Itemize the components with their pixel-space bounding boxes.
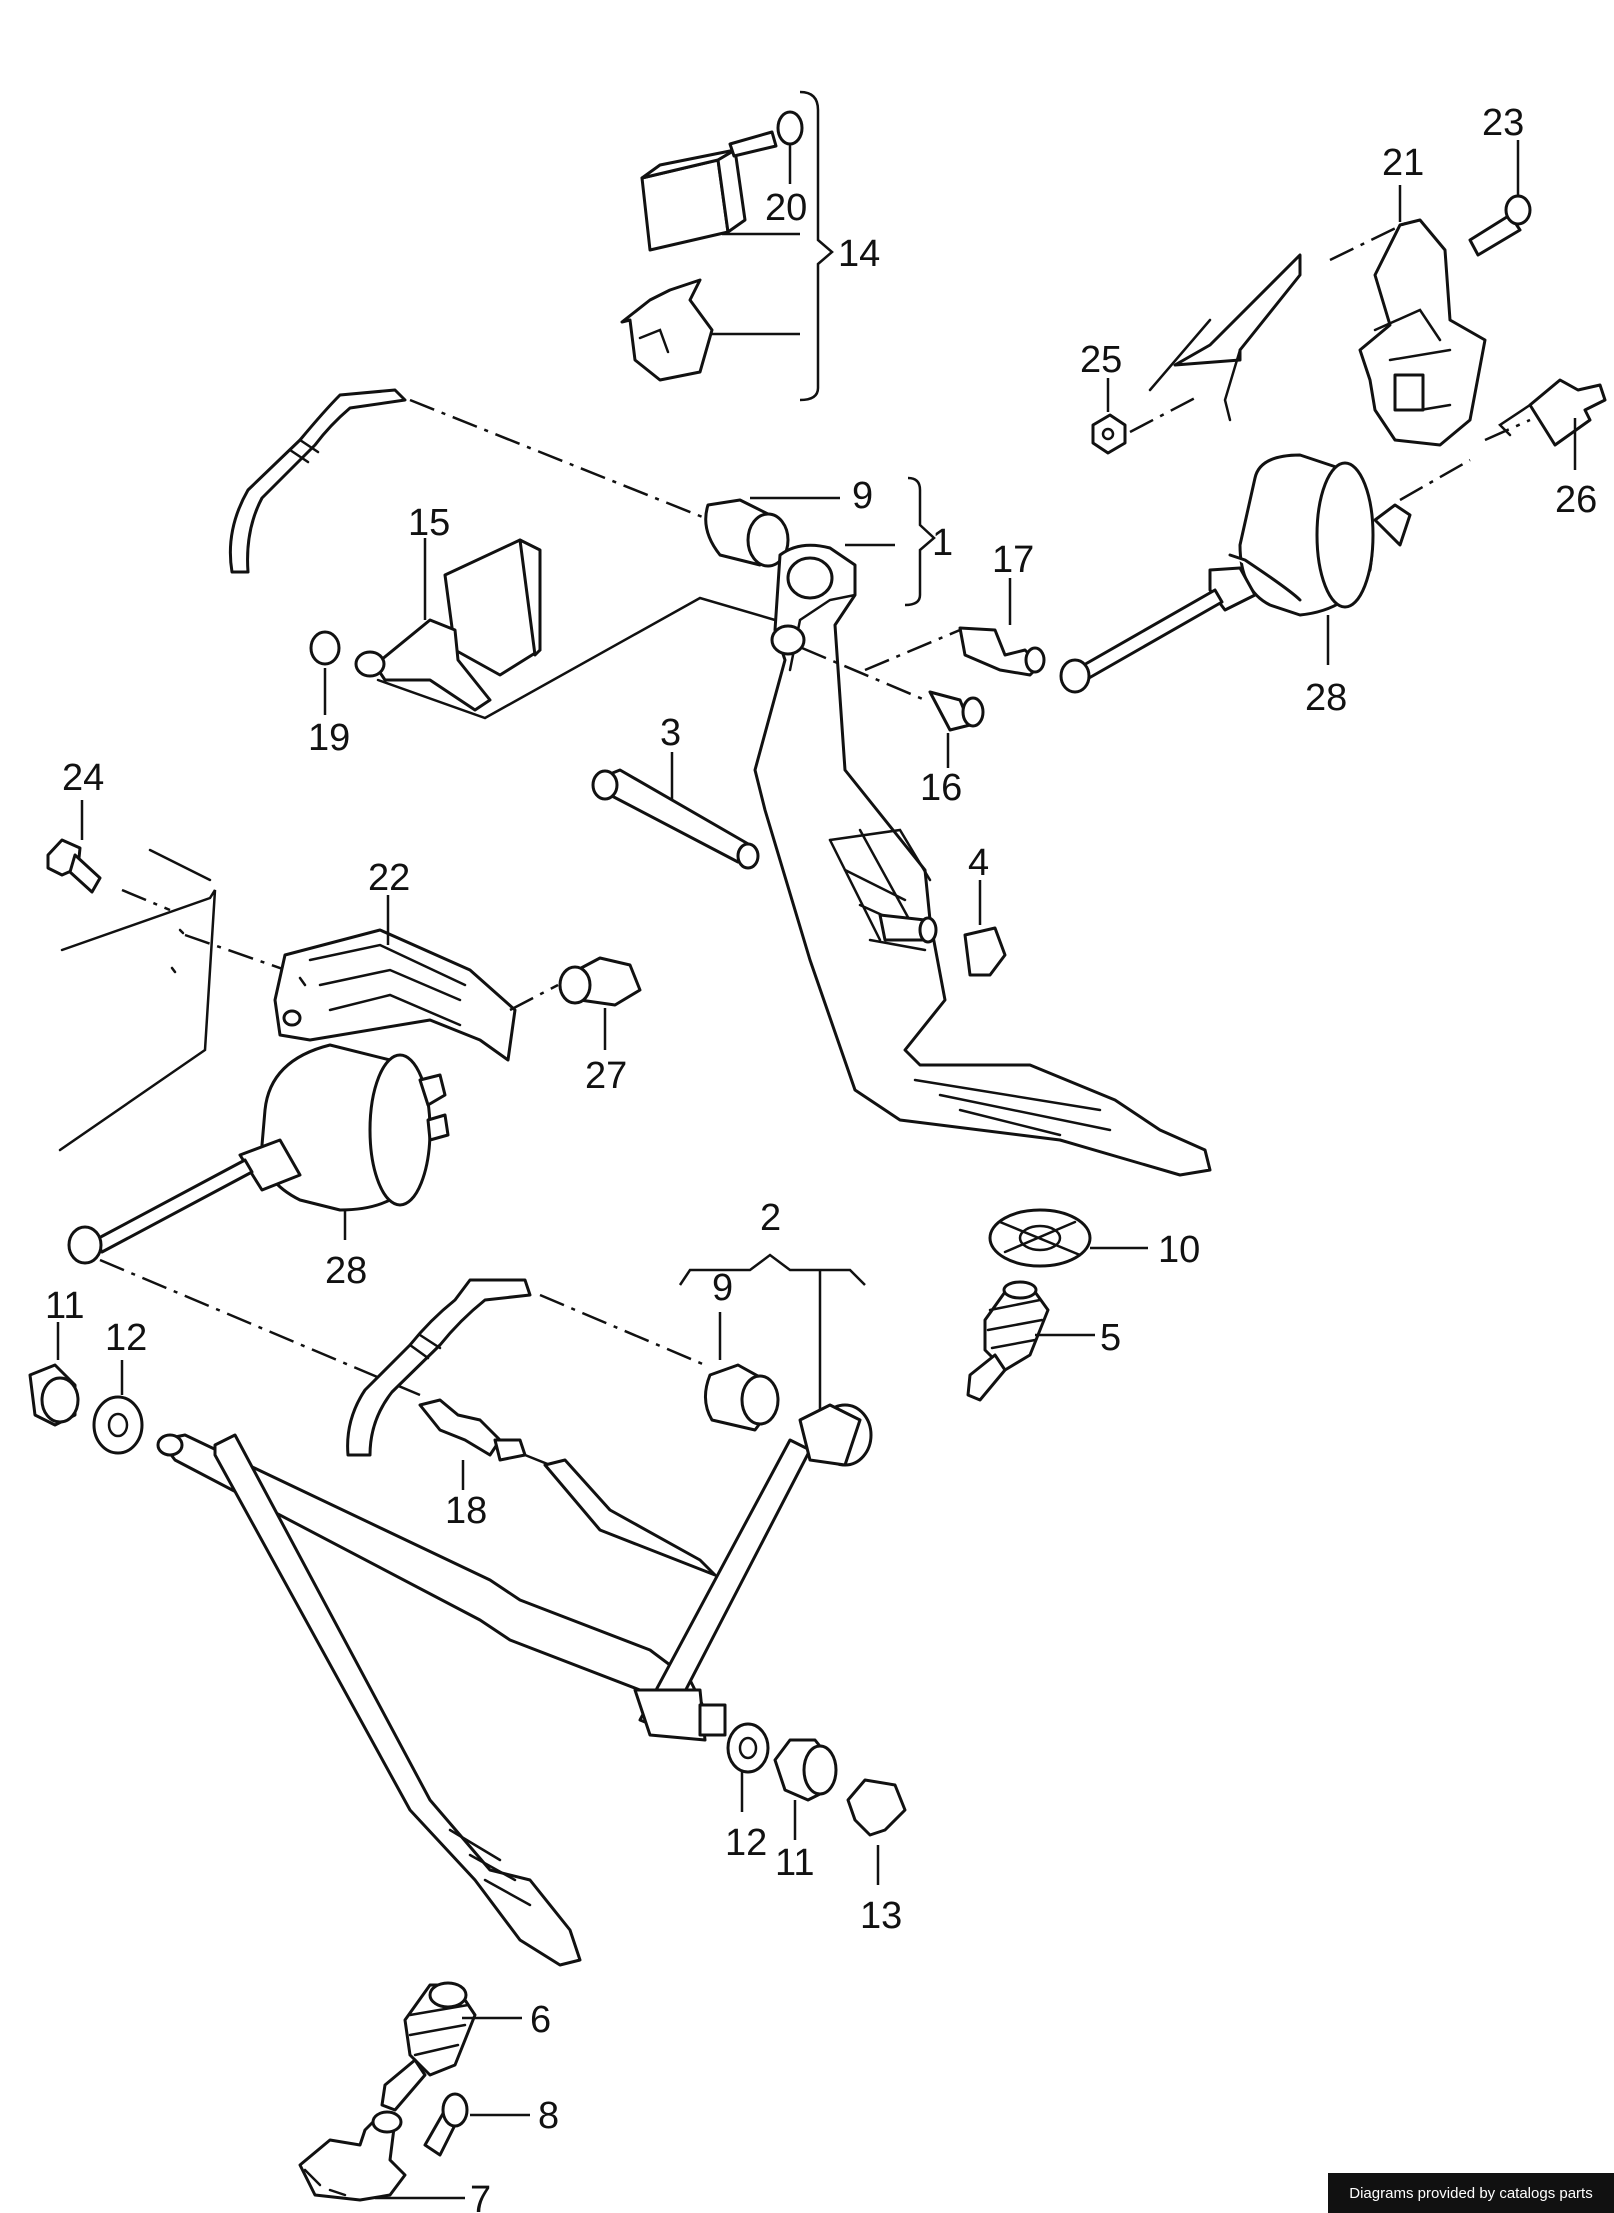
callout-11-lower: 11 <box>775 1842 814 1884</box>
bracket-21 <box>1148 218 1487 447</box>
callout-16: 16 <box>920 767 962 809</box>
callout-3: 3 <box>660 712 681 754</box>
callout-12-lower: 12 <box>725 1822 767 1864</box>
callout-13: 13 <box>860 1895 902 1937</box>
vacuum-unit-28-top <box>1059 453 1412 694</box>
callout-22: 22 <box>368 857 410 899</box>
callout-25: 25 <box>1080 339 1122 381</box>
callout-21: 21 <box>1382 142 1424 184</box>
callout-1: 1 <box>932 522 953 564</box>
brake-pedal <box>753 543 1212 1177</box>
callout-6: 6 <box>530 1999 551 2041</box>
vacuum-unit-28-lower <box>67 1043 450 1265</box>
callout-8: 8 <box>538 2095 559 2137</box>
callout-24: 24 <box>62 757 104 799</box>
switch-6 <box>380 1981 477 2112</box>
callout-26: 26 <box>1555 479 1597 521</box>
bracket-22 <box>273 928 517 1062</box>
clutch-pedal <box>156 1403 873 1967</box>
callout-27: 27 <box>585 1055 627 1097</box>
callout-11-left: 11 <box>45 1285 84 1327</box>
callout-12-left: 12 <box>105 1317 147 1359</box>
callout-14: 14 <box>838 233 880 275</box>
callout-20: 20 <box>765 187 807 229</box>
callout-9-top: 9 <box>852 475 873 517</box>
callout-18: 18 <box>445 1490 487 1532</box>
bush-9-top <box>704 498 790 568</box>
callout-10: 10 <box>1158 1229 1200 1271</box>
credit-banner: Diagrams provided by catalogs parts <box>1328 2173 1614 2213</box>
switch-5 <box>966 1280 1050 1402</box>
callout-17: 17 <box>992 539 1034 581</box>
callout-4: 4 <box>968 842 989 884</box>
callout-15: 15 <box>408 502 450 544</box>
stop-7 <box>298 2110 407 2202</box>
callout-2: 2 <box>760 1197 781 1239</box>
callout-28-top: 28 <box>1305 677 1347 719</box>
callout-23: 23 <box>1482 102 1524 144</box>
callout-5: 5 <box>1100 1317 1121 1359</box>
callout-28-lower: 28 <box>325 1250 367 1292</box>
callout-7: 7 <box>470 2179 491 2213</box>
relay-group <box>620 110 804 382</box>
callout-9-lower: 9 <box>712 1267 733 1309</box>
callout-19: 19 <box>308 717 350 759</box>
